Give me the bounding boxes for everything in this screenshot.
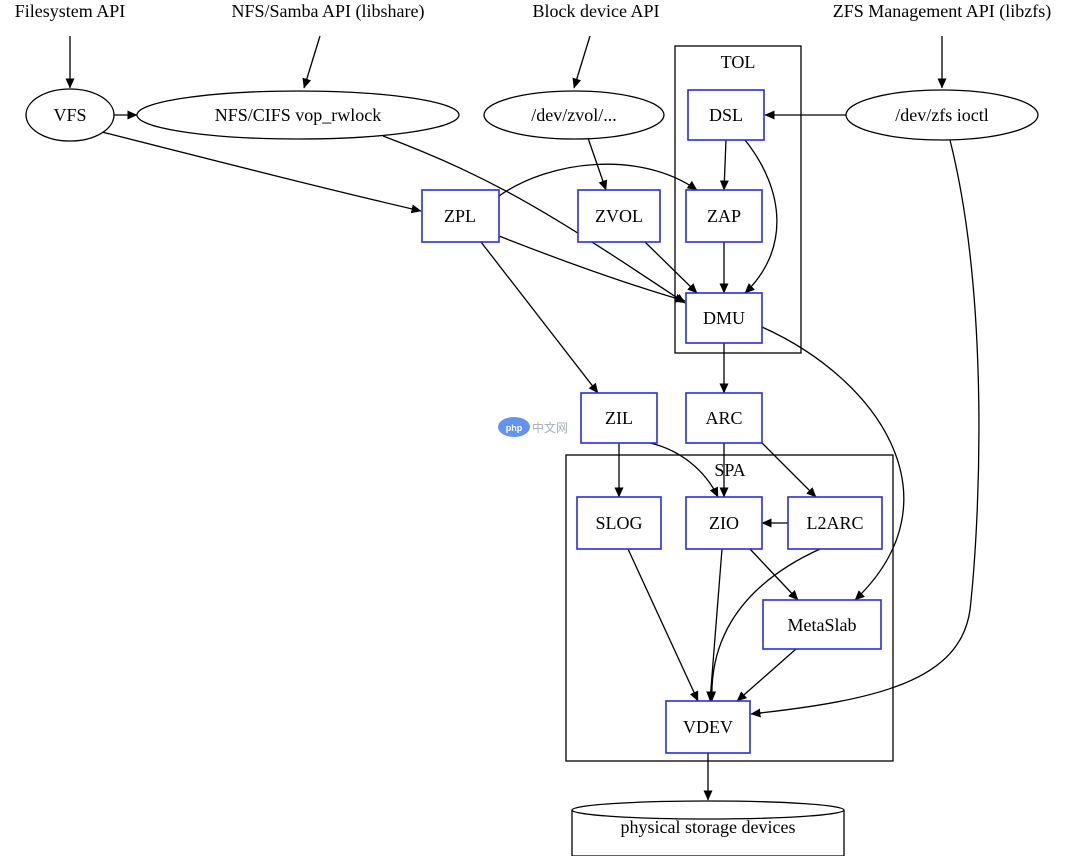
- node-dev-zvol: /dev/zvol/...: [483, 90, 665, 140]
- node-dsl-label: DSL: [709, 105, 743, 125]
- node-dmu: DMU: [685, 292, 763, 344]
- node-vdev-label: VDEV: [683, 717, 733, 737]
- tol-cluster-label: TOL: [721, 52, 756, 72]
- edge-zil-zio: [649, 442, 719, 498]
- node-zil: ZIL: [580, 392, 658, 444]
- node-l2arc-label: L2ARC: [806, 513, 863, 533]
- edge-slog-vdev: [627, 548, 699, 702]
- node-zap-label: ZAP: [707, 206, 741, 226]
- watermark-text: 中文网: [532, 420, 568, 435]
- node-metaslab-label: MetaSlab: [788, 615, 857, 635]
- node-arc-label: ARC: [705, 408, 742, 428]
- filesystem-api-label: Filesystem API: [15, 1, 126, 21]
- edge-dsl-zap: [719, 139, 729, 191]
- node-zio: ZIO: [685, 496, 763, 550]
- edge-metaslab-vdev: [736, 648, 797, 702]
- edge-zpl-zap: [498, 163, 698, 197]
- edge-l2arc-vdev: [707, 548, 821, 702]
- node-dmu-label: DMU: [703, 308, 745, 328]
- edge-zpl-zil: [480, 241, 599, 394]
- edge-dsl-dmu: [744, 139, 778, 294]
- spa-cluster: [565, 454, 894, 762]
- node-nfs-cifs: NFS/CIFS vop_rwlock: [136, 90, 460, 140]
- node-vfs: VFS: [25, 88, 115, 142]
- spa-cluster-label: SPA: [714, 460, 745, 480]
- node-zvol-label: ZVOL: [595, 206, 643, 226]
- edge-blockdevice-devzvol: [572, 35, 591, 89]
- edge-zio-metaslab: [749, 548, 799, 601]
- node-zap: ZAP: [685, 189, 763, 243]
- edge-zio-vdev: [706, 548, 723, 702]
- node-metaslab: MetaSlab: [762, 599, 882, 650]
- node-arc: ARC: [685, 392, 763, 444]
- node-slog: SLOG: [576, 496, 662, 550]
- edge-zvol-dmu: [644, 241, 698, 294]
- edge-nfssamba-nfscifs: [302, 35, 321, 89]
- node-vfs-label: VFS: [53, 105, 86, 125]
- node-vdev: VDEV: [665, 700, 751, 754]
- nfs-samba-api-label: NFS/Samba API (libshare): [232, 1, 425, 22]
- watermark: php 中文网: [498, 417, 568, 437]
- edge-dmu-metaslab: [761, 326, 905, 601]
- watermark-logo-text: php: [506, 423, 523, 433]
- node-zio-label: ZIO: [709, 513, 739, 533]
- node-dev-zfs: /dev/zfs ioctl: [845, 89, 1039, 141]
- edge-devzfs-vdev: [750, 139, 980, 718]
- node-dev-zvol-label: /dev/zvol/...: [531, 105, 616, 125]
- edge-vfs-zpl: [101, 131, 422, 214]
- edge-nfscifs-dmu: [382, 135, 686, 304]
- node-physical-storage: physical storage devices: [571, 800, 845, 856]
- node-dsl: DSL: [687, 89, 765, 141]
- node-dev-zfs-label: /dev/zfs ioctl: [895, 105, 988, 125]
- node-slog-label: SLOG: [595, 513, 642, 533]
- node-l2arc: L2ARC: [787, 496, 883, 550]
- node-zvol: ZVOL: [577, 189, 661, 243]
- node-zpl-label: ZPL: [444, 206, 476, 226]
- node-zpl: ZPL: [421, 189, 500, 243]
- edge-zpl-dmu: [498, 235, 686, 303]
- node-physical-storage-label: physical storage devices: [621, 817, 796, 837]
- edge-arc-l2arc: [761, 442, 817, 498]
- edges: [65, 35, 980, 801]
- node-zil-label: ZIL: [605, 408, 633, 428]
- tol-cluster: [674, 45, 802, 354]
- node-nfs-cifs-label: NFS/CIFS vop_rwlock: [215, 105, 382, 125]
- block-device-api-label: Block device API: [533, 1, 660, 21]
- zfs-management-api-label: ZFS Management API (libzfs): [833, 1, 1051, 22]
- watermark-logo-icon: [498, 417, 530, 437]
